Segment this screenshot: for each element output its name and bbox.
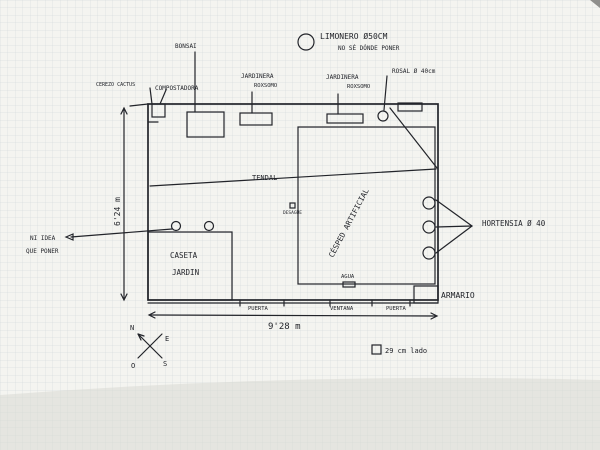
compass-n: N: [130, 324, 134, 332]
top-items: [147, 102, 423, 138]
limonero-sub-label: NO SÉ DÓNDE PONER: [338, 44, 400, 52]
armario-label: ARMARIO: [441, 291, 475, 300]
puerta-1-label: PUERTA: [248, 306, 269, 312]
ni-idea-label: NI IDEA: [30, 235, 56, 242]
bottom-openings: PUERTA VENTANA PUERTA: [239, 299, 411, 312]
compass-rose: N E S O: [130, 324, 169, 370]
rosal-corner: [377, 107, 438, 169]
water-points: DESAGÜE AGUA: [283, 202, 356, 288]
scale-label: 29 cm lado: [385, 347, 427, 355]
agua-label: AGUA: [341, 274, 355, 280]
que-poner-label: QUE PONER: [26, 248, 59, 255]
top-right-box: [397, 102, 423, 112]
jardinera-2-box: [326, 113, 364, 124]
scale-legend: 29 cm lado: [371, 344, 427, 355]
cerezo-cactus-label: CEREZO CACTUS: [96, 82, 135, 88]
jardinera-2-label: JARDINERA: [326, 74, 359, 81]
cerezo-cactus-box: [151, 103, 166, 118]
jardin-label: JARDIN: [172, 268, 199, 277]
rosal-label: ROSAL Ø 40cm: [392, 68, 436, 75]
limonero-label: LIMONERO Ø50CM: [320, 31, 388, 41]
caseta-jardin: CASETA JARDIN: [147, 220, 233, 301]
jardinera-1-label: JARDINERA: [241, 73, 274, 80]
compass-o: O: [131, 362, 135, 370]
bonsai-label: BONSAI: [175, 43, 197, 50]
compostadora-box: [186, 111, 225, 138]
tendal-label: TENDAL: [252, 174, 277, 182]
jardinera-1-sub-label: ROXSOMO: [254, 83, 277, 89]
armario: ARMARIO: [413, 285, 475, 304]
compostadora-label: COMPOSTADORA: [155, 85, 199, 92]
top-labels: BONSAI CEREZO CACTUS COMPOSTADORA JARDIN…: [96, 31, 436, 115]
jardinera-1-box: [239, 112, 273, 126]
width-dimension-label: 9'28 m: [268, 322, 301, 332]
desague-label: DESAGÜE: [283, 209, 302, 216]
compass-s: S: [163, 360, 167, 368]
puerta-2-label: PUERTA: [386, 306, 407, 312]
hortensia-circles: HORTENSIA Ø 40: [422, 196, 546, 260]
tendal-line: TENDAL: [149, 168, 437, 187]
caseta-label: CASETA: [170, 251, 198, 260]
height-dimension-label: 6'24 m: [113, 197, 122, 226]
ventana-label: VENTANA: [330, 306, 354, 312]
dimension-lines: 6'24 m 9'28 m: [113, 106, 439, 332]
compass-e: E: [165, 335, 169, 343]
jardinera-2-sub-label: ROXSOMO: [347, 84, 370, 90]
ni-idea-pointer: NI IDEA QUE PONER: [26, 228, 173, 255]
hortensia-label: HORTENSIA Ø 40: [482, 219, 546, 228]
